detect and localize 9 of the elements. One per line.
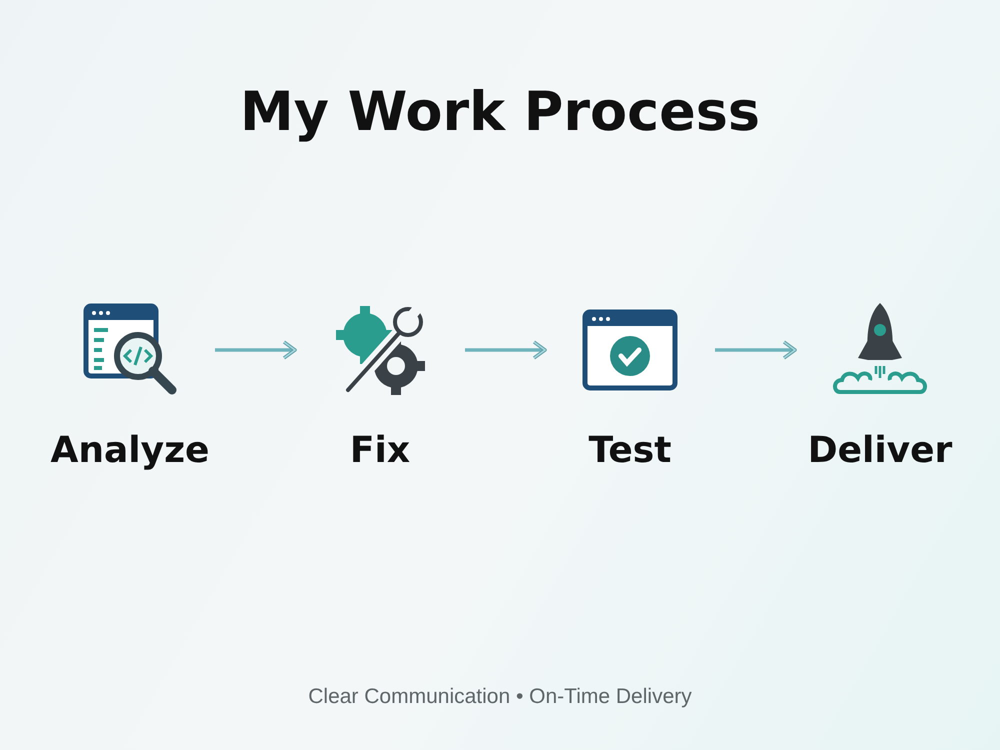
step-label: Analyze: [50, 430, 210, 471]
arrow: [715, 340, 797, 360]
step-label: Deliver: [808, 430, 952, 471]
arrow: [465, 340, 547, 360]
title: My Work Process: [240, 80, 760, 143]
caption: Clear Communication • On-Time Delivery: [308, 685, 692, 708]
arrow: [215, 340, 297, 360]
step-label: Test: [588, 430, 672, 471]
step-label: Fix: [350, 430, 410, 471]
